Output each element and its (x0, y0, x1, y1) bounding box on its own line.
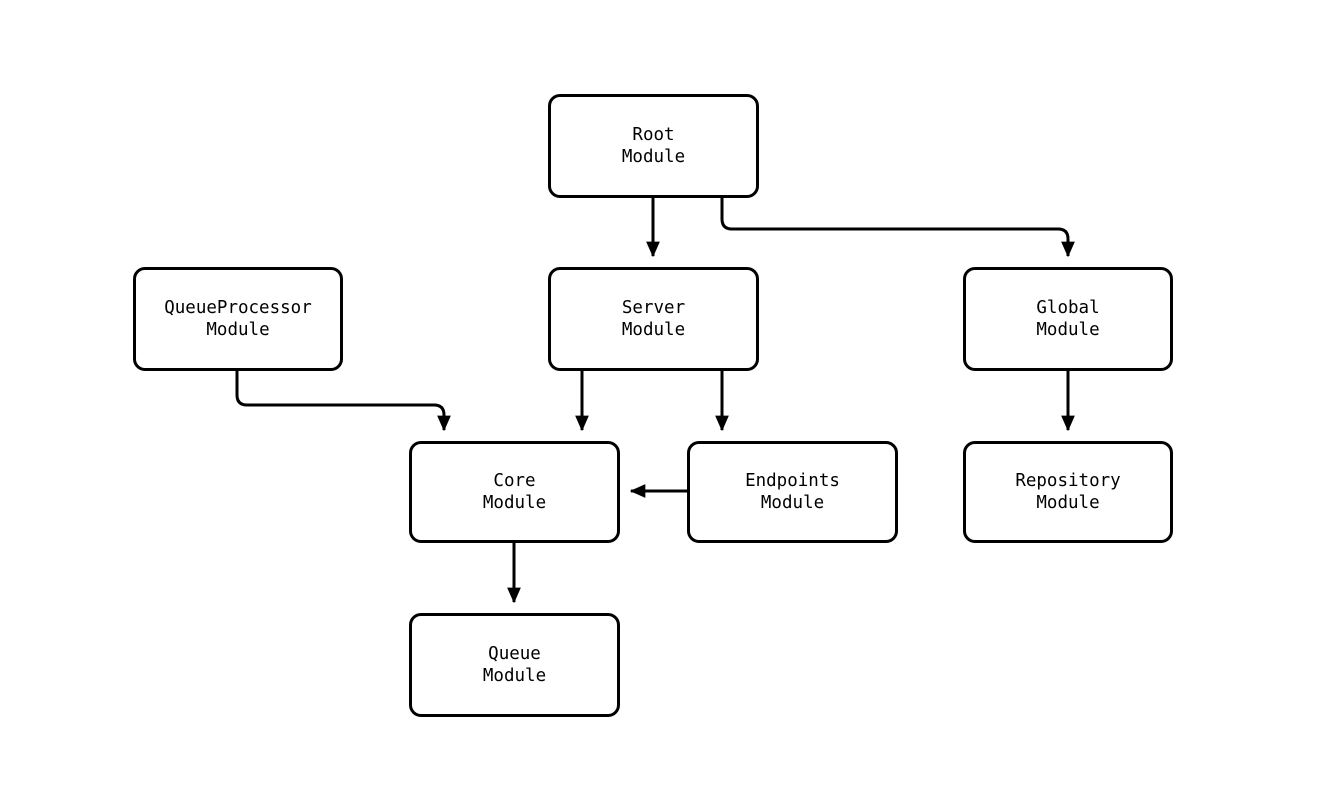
node-root-module-line2: Module (621, 147, 686, 167)
node-queue-module-line1: Queue (488, 644, 541, 664)
node-repository-module-line1: Repository (1015, 471, 1121, 491)
node-repository-module[interactable]: Repository Module (963, 441, 1173, 543)
node-queueprocessor-module-line1: QueueProcessor (164, 298, 312, 318)
node-queue-module-line2: Module (482, 666, 547, 686)
node-endpoints-module-line1: Endpoints (745, 471, 840, 491)
node-core-module[interactable]: Core Module (409, 441, 620, 543)
node-repository-module-line2: Module (1036, 493, 1100, 513)
node-server-module[interactable]: Server Module (548, 267, 759, 371)
node-endpoints-module[interactable]: Endpoints Module (687, 441, 898, 543)
node-server-module-line1: Server (621, 298, 686, 318)
node-root-module-line1: Root (632, 125, 675, 145)
node-root-module[interactable]: Root Module (548, 94, 759, 198)
node-queueprocessor-module[interactable]: QueueProcessor Module (133, 267, 343, 371)
node-global-module-line2: Module (1036, 320, 1100, 340)
node-core-module-line1: Core (493, 471, 536, 491)
edge-queueprocessor-to-core (235, 371, 451, 432)
node-queue-module[interactable]: Queue Module (409, 613, 620, 717)
node-global-module[interactable]: Global Module (963, 267, 1173, 371)
edge-root-to-global (720, 198, 1075, 258)
node-server-module-line2: Module (621, 320, 686, 340)
node-endpoints-module-line2: Module (760, 493, 825, 513)
node-queueprocessor-module-line2: Module (206, 320, 270, 340)
node-global-module-line1: Global (1036, 298, 1100, 318)
node-core-module-line2: Module (482, 493, 547, 513)
